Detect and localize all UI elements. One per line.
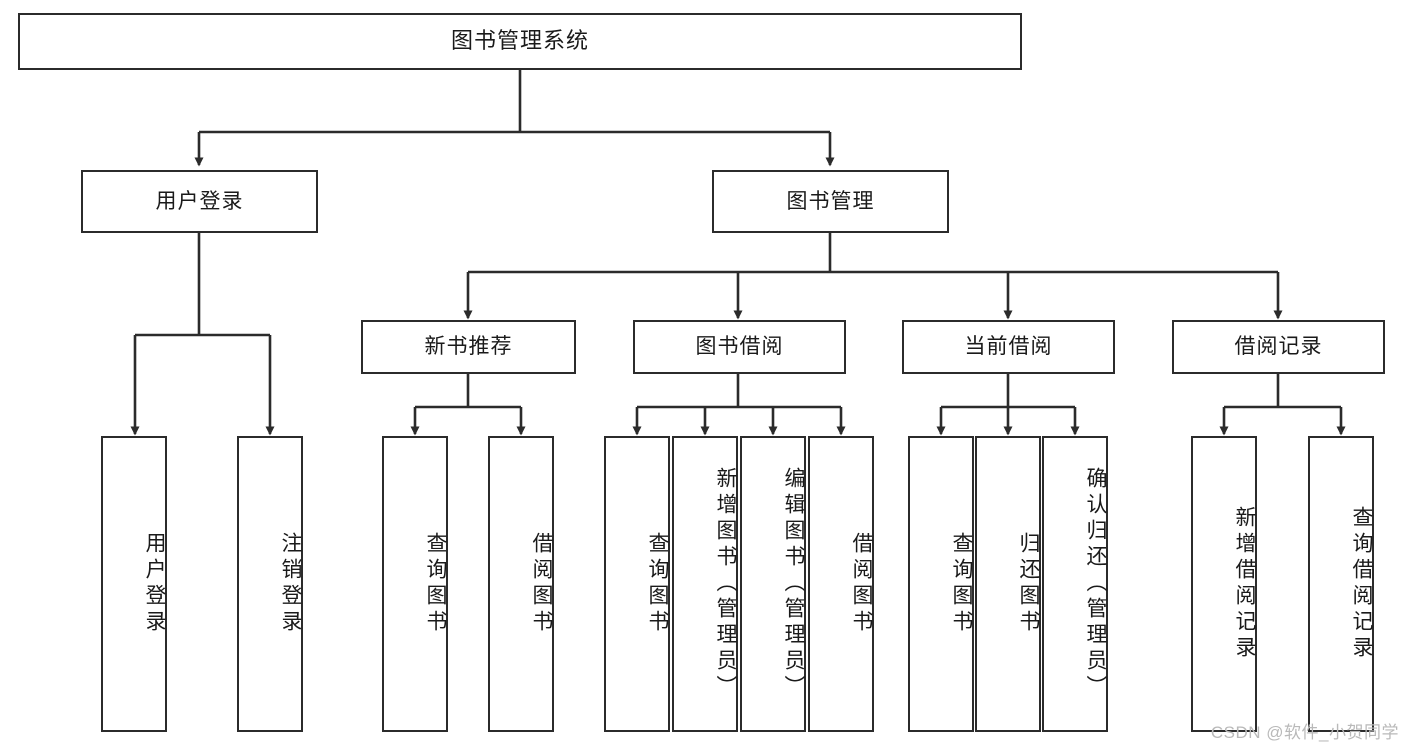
node-new-book-recommend[interactable]: 新书推荐 [361, 320, 576, 374]
leaf-book-borrow-edit-book-admin[interactable]: 编辑图书（管理员） [740, 436, 806, 732]
leaf-user-login-logout[interactable]: 注销登录 [237, 436, 303, 732]
leaf-book-borrow-add-book-admin[interactable]: 新增图书（管理员） [672, 436, 738, 732]
leaf-book-borrow-query-book[interactable]: 查询图书 [604, 436, 670, 732]
node-root-book-management-system[interactable]: 图书管理系统 [18, 13, 1022, 70]
leaf-book-borrow-borrow-book[interactable]: 借阅图书 [808, 436, 874, 732]
node-label: 查询借阅记录 [1350, 506, 1373, 662]
leaf-current-borrow-confirm-return-admin[interactable]: 确认归还（管理员） [1042, 436, 1108, 732]
node-label: 查询图书 [950, 532, 973, 636]
node-label: 用户登录 [143, 532, 166, 636]
csdn-watermark: CSDN @软件_小贺同学 [1210, 723, 1399, 742]
node-book-borrow[interactable]: 图书借阅 [633, 320, 846, 374]
node-label: 确认归还（管理员） [1084, 467, 1107, 701]
node-label: 新书推荐 [424, 335, 513, 359]
leaf-user-login-login[interactable]: 用户登录 [101, 436, 167, 732]
node-user-login[interactable]: 用户登录 [81, 170, 318, 233]
node-borrow-record[interactable]: 借阅记录 [1172, 320, 1385, 374]
leaf-current-borrow-query-book[interactable]: 查询图书 [908, 436, 974, 732]
node-label: 图书借阅 [695, 335, 784, 359]
leaf-current-borrow-return-book[interactable]: 归还图书 [975, 436, 1041, 732]
node-label: 当前借阅 [964, 335, 1053, 359]
node-label: 编辑图书（管理员） [782, 467, 805, 701]
node-current-borrow[interactable]: 当前借阅 [902, 320, 1115, 374]
leaf-new-book-query-book[interactable]: 查询图书 [382, 436, 448, 732]
leaf-borrow-record-query-record[interactable]: 查询借阅记录 [1308, 436, 1374, 732]
node-label: 图书管理系统 [450, 28, 589, 54]
node-label: 注销登录 [279, 532, 302, 636]
node-label: 归还图书 [1017, 532, 1040, 636]
leaf-borrow-record-add-record[interactable]: 新增借阅记录 [1191, 436, 1257, 732]
node-label: 图书管理 [786, 189, 875, 213]
node-label: 新增借阅记录 [1233, 506, 1256, 662]
node-label: 借阅图书 [530, 532, 553, 636]
node-label: 查询图书 [646, 532, 669, 636]
node-label: 查询图书 [424, 532, 447, 636]
node-label: 借阅记录 [1234, 335, 1323, 359]
node-label: 用户登录 [155, 189, 244, 213]
node-book-management[interactable]: 图书管理 [712, 170, 949, 233]
node-label: 新增图书（管理员） [714, 467, 737, 701]
node-label: 借阅图书 [850, 532, 873, 636]
leaf-new-book-borrow-book[interactable]: 借阅图书 [488, 436, 554, 732]
